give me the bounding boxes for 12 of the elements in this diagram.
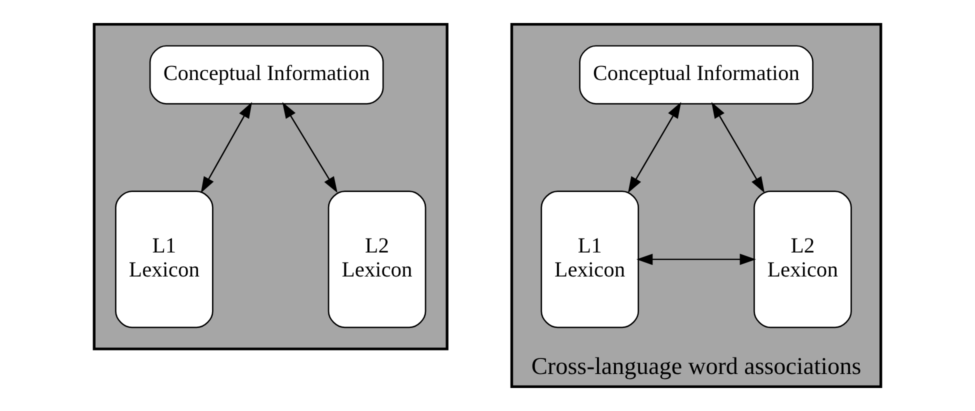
cluster xyxy=(92,22,448,350)
arrow xyxy=(636,254,756,266)
node-box: Conceptual Information xyxy=(149,45,384,104)
arrow xyxy=(628,102,682,193)
node-box: L1 Lexicon xyxy=(115,190,214,328)
node-box: L2 Lexicon xyxy=(754,190,852,328)
arrow xyxy=(200,102,252,193)
arrow xyxy=(282,102,338,193)
node-box: L1 Lexicon xyxy=(540,190,640,328)
node-box: L2 Lexicon xyxy=(328,190,426,328)
node-box: Conceptual Information xyxy=(579,45,814,104)
arrow xyxy=(711,102,765,193)
